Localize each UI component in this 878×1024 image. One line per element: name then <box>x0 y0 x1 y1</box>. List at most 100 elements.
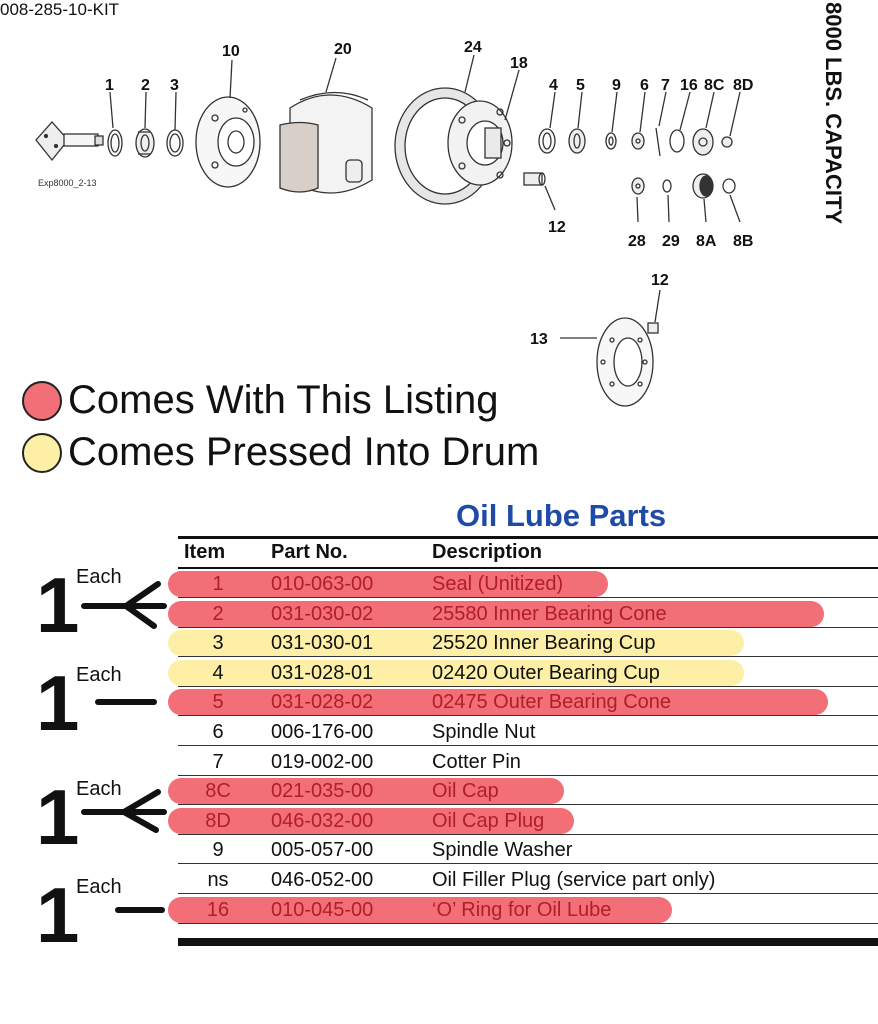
legend-yellow-swatch <box>22 432 62 473</box>
cell-item: 1 <box>212 573 224 595</box>
callout-number: 4 <box>549 77 558 94</box>
outer-cup-icon <box>538 128 556 154</box>
cell-part-no: 010-063-00 <box>271 573 374 595</box>
row-divider <box>178 922 878 924</box>
annotation-each-1: 1 Each <box>36 566 176 646</box>
annotation-count: 1 <box>36 659 80 747</box>
hub-drum-icon <box>394 87 513 205</box>
cell-item: 6 <box>212 721 224 743</box>
annotation-label: Each <box>76 566 122 588</box>
capacity-text: 8000 LBS. CAPACITY <box>821 2 846 224</box>
cell-item: 8D <box>205 809 231 832</box>
cotter-pin-icon <box>655 127 661 157</box>
oil-cap-8a-icon <box>692 173 714 199</box>
oil-cap-icon <box>692 128 714 156</box>
table-top-rule <box>178 536 878 539</box>
table-bottom-rule <box>178 938 878 946</box>
annotation-label: Each <box>76 876 122 898</box>
lug-nut-12b-icon <box>647 322 659 334</box>
annotation-count: 1 <box>36 871 80 959</box>
cell-part-no: 019-002-00 <box>271 750 374 773</box>
legend-item-pressed: Comes Pressed Into Drum <box>22 430 539 475</box>
row-divider <box>178 685 878 687</box>
callout-number: 8D <box>733 77 753 94</box>
callout-number: 6 <box>640 77 649 94</box>
table-row: 16 010-045-00 ‘O’ Ring for Oil Lube <box>168 895 878 924</box>
included-highlight <box>168 600 824 627</box>
callout-number: 7 <box>661 77 670 94</box>
row-divider <box>178 893 878 894</box>
dash-icon <box>95 699 157 705</box>
table-title: Oil Lube Parts <box>456 498 667 533</box>
cell-description: ‘O’ Ring for Oil Lube <box>432 898 612 921</box>
hub-plate-icon <box>596 317 654 407</box>
annotation-count: 1 <box>36 561 80 649</box>
callout-number: 3 <box>170 77 179 94</box>
cell-item: 7 <box>212 750 224 773</box>
row-divider <box>178 833 878 835</box>
included-highlight <box>168 896 672 923</box>
callout-number: 16 <box>680 77 698 94</box>
cell-item: 3 <box>212 632 224 655</box>
included-highlight <box>168 689 828 716</box>
bearing-cone-icon <box>135 128 155 158</box>
legend-pressed-text: Comes Pressed Into Drum <box>68 430 540 474</box>
washer-icon <box>605 132 617 150</box>
row-divider <box>178 597 878 598</box>
cell-part-no: 046-052-00 <box>271 869 374 891</box>
row-divider <box>178 863 878 865</box>
included-highlight <box>168 807 574 834</box>
callout-number: 2 <box>141 77 150 94</box>
cell-description: 02420 Outer Bearing Cup <box>432 661 660 684</box>
lug-nut-icon <box>523 172 546 186</box>
annotation-each-2: 1 Each <box>36 664 176 744</box>
header-item: Item <box>184 541 226 563</box>
included-highlight <box>168 778 564 805</box>
header-part-no: Part No. <box>271 541 348 563</box>
kit-code: 008-285-10-KIT <box>0 0 120 19</box>
spindle-icon <box>35 121 104 162</box>
cell-part-no: 046-032-00 <box>271 809 374 832</box>
annotation-label: Each <box>76 664 122 686</box>
cell-item: 2 <box>212 602 224 625</box>
callout-number: 1 <box>105 77 114 94</box>
cell-description: Cotter Pin <box>432 750 521 773</box>
cell-description: 25580 Inner Bearing Cone <box>432 602 667 625</box>
o-ring-icon <box>669 129 685 153</box>
legend-item-included: Comes With This Listing <box>22 378 499 423</box>
legend-red-swatch <box>22 380 62 421</box>
callout-number: 12 <box>548 219 566 236</box>
cell-description: Spindle Washer <box>432 839 573 862</box>
bracket-icon <box>81 581 167 629</box>
backing-plate-icon <box>195 96 261 188</box>
cell-part-no: 031-030-02 <box>271 602 374 625</box>
table-row: 2 031-030-02 25580 Inner Bearing Cone <box>168 599 878 628</box>
callout-number: 8C <box>704 77 725 94</box>
outer-cone-icon <box>568 128 586 154</box>
cell-item: 16 <box>206 898 230 921</box>
cell-part-no: 010-045-00 <box>271 898 374 921</box>
callout-number: 5 <box>576 77 585 94</box>
pressed-highlight <box>168 659 744 686</box>
seal-icon <box>107 129 123 157</box>
row-divider <box>178 715 878 717</box>
spindle-nut-icon <box>631 132 645 150</box>
row-divider <box>178 774 878 776</box>
table-row: 7 019-002-00 Cotter Pin <box>178 747 878 776</box>
bracket-icon <box>81 789 167 833</box>
row-divider <box>178 745 878 746</box>
part-29-icon <box>662 179 672 193</box>
row-divider <box>178 656 878 658</box>
cell-description: Oil Filler Plug (service part only) <box>432 869 716 891</box>
brake-shoe-icon <box>279 91 373 194</box>
callout-number: 24 <box>464 39 482 56</box>
